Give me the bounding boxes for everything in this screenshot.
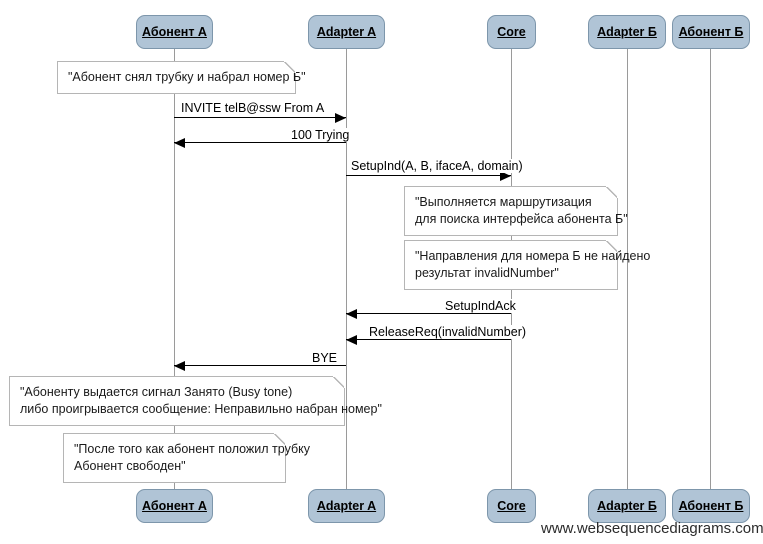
arrowhead-invite-icon [335, 112, 346, 123]
arrowhead-bye-icon [174, 360, 185, 371]
note-fold-mask [606, 240, 618, 252]
message-label-bye: BYE [311, 351, 339, 365]
participant-label: Adapter Б [597, 25, 657, 39]
message-label-setupind: SetupInd(A, B, ifaceA, domain) [350, 159, 524, 173]
message-line-trying [174, 142, 346, 143]
note-free: "После того как абонент положил трубку А… [63, 433, 310, 483]
note-text: "Абоненту выдается сигнал Занято (Busy t… [20, 385, 382, 416]
participant-label: Adapter A [316, 25, 377, 39]
participant-core-top[interactable]: Core [487, 15, 536, 49]
participant-label: Абонент А [142, 499, 207, 513]
note-text: "После того как абонент положил трубку А… [74, 442, 310, 473]
participant-abonent-a-top[interactable]: Абонент А [136, 15, 213, 49]
message-label-releasereq: ReleaseReq(invalidNumber) [368, 325, 528, 339]
message-line-bye [174, 365, 346, 366]
watermark: www.websequencediagrams.com [541, 520, 763, 537]
note-text: "Выполняется маршрутизация для поиска ин… [415, 195, 628, 226]
participant-core-bottom[interactable]: Core [487, 489, 536, 523]
message-line-setupindack [346, 313, 511, 314]
note-routing: "Выполняется маршрутизация для поиска ин… [404, 186, 628, 236]
lifeline-adapter-b [627, 49, 628, 489]
participant-label: Core [497, 499, 526, 513]
note-offhook: "Абонент снял трубку и набрал номер Б" [57, 61, 306, 94]
note-fold-mask [333, 376, 345, 388]
participant-adapter-a-top[interactable]: Adapter A [308, 15, 385, 49]
lifeline-abonent-b [710, 49, 711, 489]
participant-adapter-b-top[interactable]: Adapter Б [588, 15, 666, 49]
message-line-setupind [346, 175, 511, 176]
note-text: "Абонент снял трубку и набрал номер Б" [68, 70, 306, 84]
note-fold-corner-icon [274, 433, 286, 445]
arrowhead-setupindack-icon [346, 308, 357, 319]
arrowhead-releasereq-icon [346, 334, 357, 345]
note-fold-corner-icon [333, 376, 345, 388]
note-busytone: "Абоненту выдается сигнал Занято (Busy t… [9, 376, 382, 426]
note-fold-mask [284, 61, 296, 73]
participant-abonent-b-bottom[interactable]: Абонент Б [672, 489, 750, 523]
participant-label: Абонент Б [678, 499, 744, 513]
participant-label: Core [497, 25, 526, 39]
participant-label: Adapter Б [597, 499, 657, 513]
message-line-releasereq [346, 339, 511, 340]
note-fold-mask [606, 186, 618, 198]
note-text: "Направления для номера Б не найдено рез… [415, 249, 651, 280]
arrowhead-trying-icon [174, 137, 185, 148]
participant-label: Абонент Б [678, 25, 744, 39]
note-invalid: "Направления для номера Б не найдено рез… [404, 240, 650, 290]
participant-abonent-a-bottom[interactable]: Абонент А [136, 489, 213, 523]
message-label-trying: 100 Trying [290, 128, 351, 142]
note-fold-corner-icon [284, 61, 296, 73]
note-fold-corner-icon [606, 186, 618, 198]
note-fold-corner-icon [606, 240, 618, 252]
lifeline-abonent-a [174, 49, 175, 489]
participant-adapter-a-bottom[interactable]: Adapter A [308, 489, 385, 523]
participant-label: Adapter A [316, 499, 377, 513]
message-label-invite: INVITE telB@ssw From A [180, 101, 326, 115]
arrowhead-setupind-icon [500, 170, 511, 181]
participant-label: Абонент А [142, 25, 207, 39]
note-fold-mask [274, 433, 286, 445]
participant-abonent-b-top[interactable]: Абонент Б [672, 15, 750, 49]
message-label-setupindack: SetupIndAck [444, 299, 517, 313]
lifeline-adapter-a [346, 49, 347, 489]
participant-adapter-b-bottom[interactable]: Adapter Б [588, 489, 666, 523]
message-line-invite [174, 117, 346, 118]
